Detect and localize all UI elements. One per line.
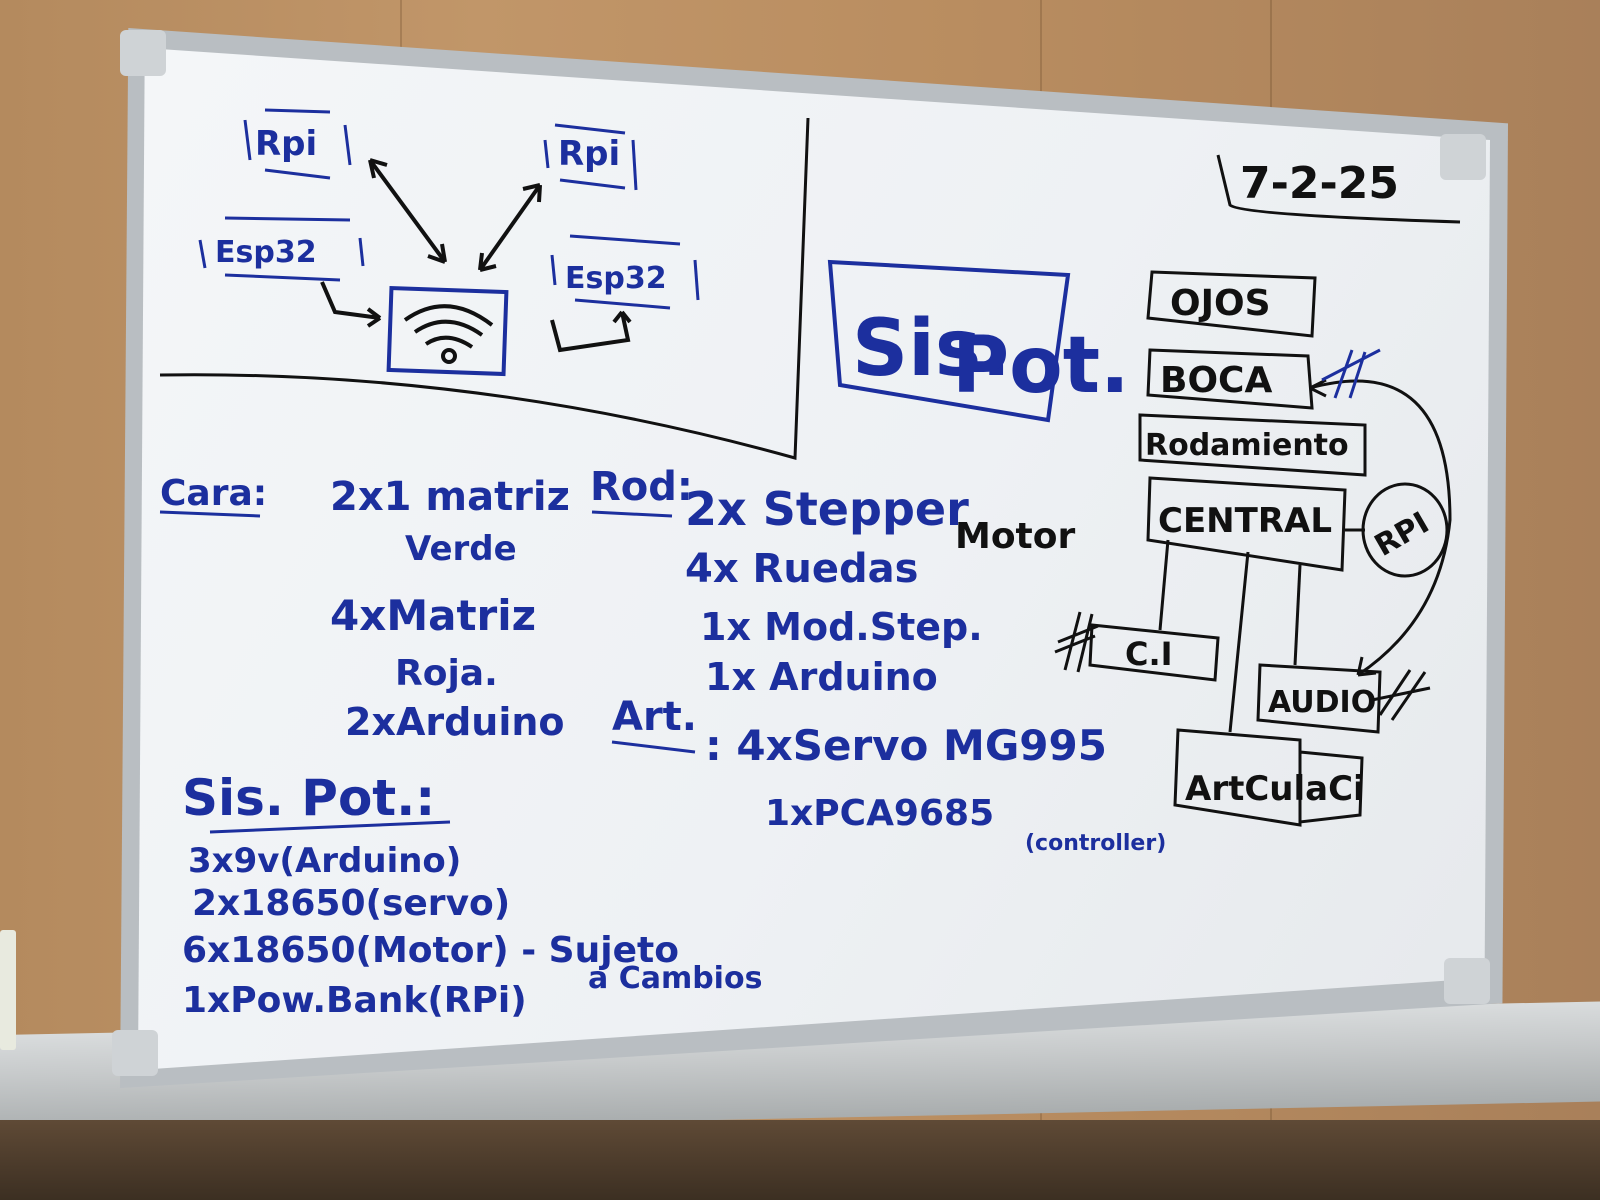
articulaci-box-b (1298, 750, 1364, 824)
rod-line-4: 1x Arduino (705, 655, 938, 699)
esp-left-label: Esp32 (215, 235, 317, 270)
rod-section: Rod: 2x Stepper Motor 4x Ruedas 1x Mod.S… (590, 464, 1075, 699)
date-box-outline (1216, 154, 1461, 224)
audio-box (1256, 663, 1382, 734)
module-boca-label: BOCA (1160, 360, 1272, 401)
frame-corner-top-left (120, 30, 166, 76)
sis-pot-box-line1: Sis. (852, 304, 1011, 394)
network-section-border (159, 117, 810, 460)
cara-line-4: Roja. (395, 653, 498, 694)
central-box (1146, 476, 1347, 572)
wifi-icon (403, 304, 494, 364)
rod-heading: Rod: (590, 464, 693, 510)
module-diagram (1054, 270, 1452, 827)
art-line-2b: (controller) (1025, 831, 1166, 856)
sis-pot-line-2: 2x18650(servo) (192, 883, 510, 924)
sis-pot-line-4: 1xPow.Bank(RPi) (182, 980, 527, 1021)
cara-line-3: 4xMatriz (330, 591, 536, 640)
sis-pot-box-line2: Pot. (952, 321, 1130, 411)
module-ojos-label: OJOS (1170, 283, 1271, 324)
network-diagram: Rpi Rpi Esp32 Esp32 (198, 108, 700, 377)
module-audio-label: AUDIO (1268, 685, 1376, 720)
sis-pot-line-4b: a Cambios (588, 961, 762, 996)
date-text: 7-2-25 (1240, 158, 1399, 209)
frame-corner-top-right (1440, 134, 1486, 180)
rodamiento-box (1138, 413, 1367, 477)
rod-line-3: 1x Mod.Step. (700, 605, 983, 649)
rpi-right-label: Rpi (558, 134, 620, 174)
network-arrows (320, 158, 632, 353)
cara-line-5: 2xArduino (345, 700, 565, 744)
frame-corner-bottom-left (112, 1030, 158, 1076)
esp-right-label: Esp32 (565, 261, 667, 296)
module-central-label: CENTRAL (1158, 501, 1332, 541)
module-rpi-label: RPI (1369, 505, 1435, 563)
art-heading: Art. (612, 694, 697, 740)
sis-pot-line-1: 3x9v(Arduino) (188, 841, 461, 881)
rod-line-1a: 2x Stepper (685, 482, 969, 536)
sis-pot-list: Sis. Pot.: 3x9v(Arduino) 2x18650(servo) … (182, 769, 762, 1021)
sis-pot-line-3: 6x18650(Motor) - Sujeto (182, 930, 679, 971)
module-ci-label: C.I (1125, 635, 1173, 673)
sis-pot-box: Sis. Pot. (827, 259, 1130, 423)
wall-sticker (0, 930, 16, 1050)
cara-section: Cara: 2x1 matriz Verde 4xMatriz Roja. 2x… (159, 473, 570, 744)
boca-box (1146, 348, 1314, 410)
cara-line-1: 2x1 matriz (330, 474, 570, 520)
art-line-2: 1xPCA9685 (765, 793, 994, 834)
wifi-router-box (386, 285, 509, 377)
rod-line-2: 4x Ruedas (685, 546, 918, 592)
ci-box (1088, 623, 1220, 682)
rod-line-1b: Motor (955, 516, 1075, 557)
cara-heading: Cara: (160, 473, 267, 514)
art-section: Art. : 4xServo MG995 1xPCA9685 (controll… (611, 694, 1166, 856)
module-articulaci-label: ArtCulaCi (1185, 769, 1365, 809)
module-rodamiento-label: Rodamiento (1145, 428, 1349, 463)
rpi-left-label: Rpi (255, 124, 317, 164)
ojos-box (1146, 270, 1317, 338)
articulaci-box-a (1173, 728, 1302, 827)
sis-pot-heading: Sis. Pot.: (182, 769, 435, 827)
art-line-1: : 4xServo MG995 (705, 721, 1107, 770)
cara-line-2: Verde (405, 529, 517, 569)
wall-base (0, 1120, 1600, 1200)
frame-corner-bottom-right (1444, 958, 1490, 1004)
